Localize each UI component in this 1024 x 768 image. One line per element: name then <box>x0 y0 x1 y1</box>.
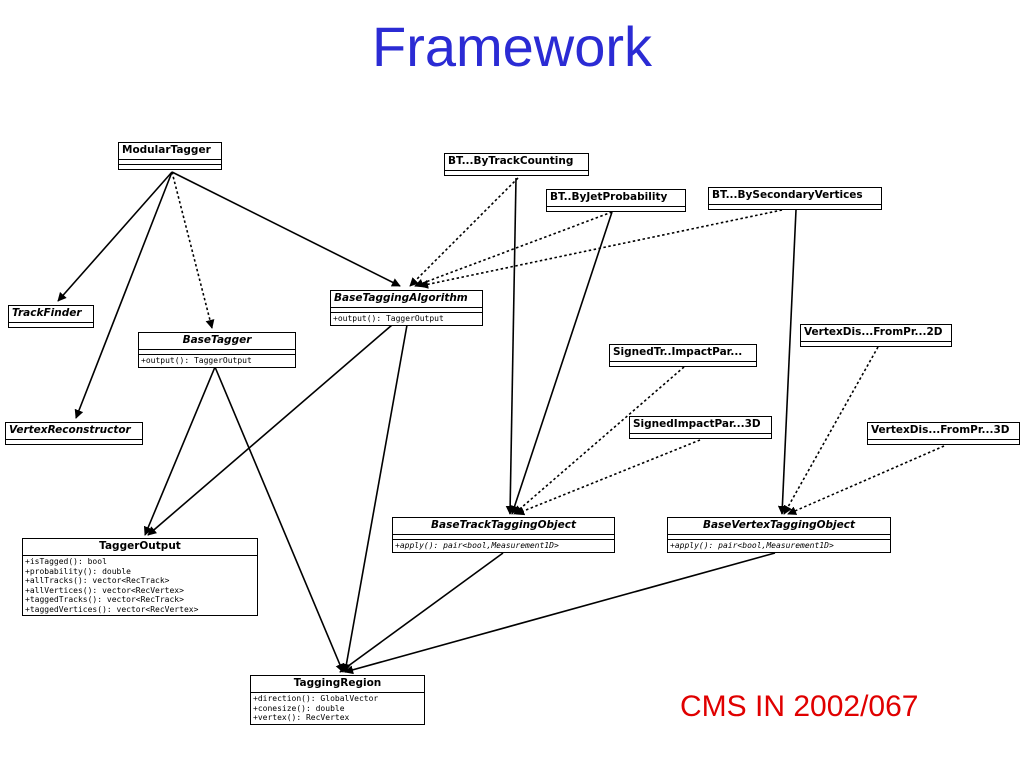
operation: +conesize(): double <box>253 703 345 713</box>
class-name: TaggerOutput <box>22 538 258 556</box>
assoc-basetagger-taggingregion <box>214 366 345 673</box>
operation: +isTagged(): bool <box>25 557 107 566</box>
operation: +output(): TaggerOutput <box>141 356 252 365</box>
class-name: BaseVertexTaggingObject <box>667 517 891 535</box>
class-operations: +output(): TaggerOutput <box>138 355 296 368</box>
slide-title: Framework <box>371 15 653 78</box>
class-name: SignedTr..ImpactPar... <box>609 344 757 362</box>
dep-btsecvtx-base <box>419 209 783 289</box>
operation: +allTracks(): vector<RecTrack> <box>25 576 170 585</box>
class-operations: +output(): TaggerOutput <box>330 313 483 326</box>
class-base-vertex-tagging-object: BaseVertexTaggingObject +apply(): pair<b… <box>667 517 891 553</box>
operation: +taggedVertices(): vector<RecVertex> <box>25 604 199 614</box>
class-name: BT...BySecondaryVertices <box>708 187 882 205</box>
class-operations: +apply(): pair<bool,Measurement1D> <box>392 540 615 553</box>
dep-btjetprob-base <box>414 211 613 288</box>
assoc-trackobj-taggingregion <box>339 552 504 673</box>
class-vertex-dis-from-pr-3d: VertexDis...FromPr...3D <box>867 422 1020 445</box>
dep-modular-basetagger <box>171 171 215 329</box>
operation: +apply(): pair<bool,Measurement1D> <box>670 541 834 550</box>
class-name: SignedImpactPar...3D <box>629 416 772 434</box>
assoc-basetagger-taggeroutput <box>143 366 216 536</box>
class-track-finder: TrackFinder <box>8 305 94 328</box>
operation: +direction(): GlobalVector <box>253 694 379 703</box>
class-vertex-reconstructor: VertexReconstructor <box>5 422 143 445</box>
class-name: BaseTaggingAlgorithm <box>330 290 483 308</box>
class-name: VertexDis...FromPr...2D <box>800 324 952 342</box>
class-bt-by-secondary-vertices: BT...BySecondaryVertices <box>708 187 882 210</box>
class-name: TaggingRegion <box>250 675 425 693</box>
assoc-btjetprob-trackobj <box>510 211 613 515</box>
dep-vtxdis3d-vertexobj <box>787 445 945 515</box>
dep-signedtr-trackobj <box>513 366 685 515</box>
document-reference: CMS IN 2002/067 <box>680 690 919 723</box>
operation: +probability(): double <box>25 566 131 576</box>
class-vertex-dis-from-pr-2d: VertexDis...FromPr...2D <box>800 324 952 347</box>
class-tagging-region: TaggingRegion +direction(): GlobalVector… <box>250 675 425 725</box>
class-bt-by-track-counting: BT...ByTrackCounting <box>444 153 589 176</box>
class-name: BaseTagger <box>138 332 296 350</box>
class-base-tagging-algorithm: BaseTaggingAlgorithm +output(): TaggerOu… <box>330 290 483 326</box>
dep-btcounting-base <box>409 177 519 287</box>
assoc-modular-trackfinder <box>57 171 173 302</box>
class-base-tagger: BaseTagger +output(): TaggerOutput <box>138 332 296 368</box>
operation: +taggedTracks(): vector<RecTrack> <box>25 595 184 604</box>
assoc-btsecvtx-vertexobj <box>777 209 797 515</box>
operation: +vertex(): RecVertex <box>253 713 350 722</box>
operation: +output(): TaggerOutput <box>333 314 444 323</box>
class-name: BT..ByJetProbability <box>546 189 686 207</box>
operation: +allVertices(): vector<RecVertex> <box>25 585 184 595</box>
class-bt-by-jet-probability: BT..ByJetProbability <box>546 189 686 212</box>
assoc-modular-vertexreconstructor <box>74 171 173 419</box>
dep-vtxdis2d-vertexobj <box>783 346 879 515</box>
class-signed-tr-impact-par: SignedTr..ImpactPar... <box>609 344 757 367</box>
class-name: BT...ByTrackCounting <box>444 153 589 171</box>
dep-signed3d-trackobj <box>515 439 701 516</box>
class-name: VertexDis...FromPr...3D <box>867 422 1020 440</box>
class-modular-tagger: ModularTagger <box>118 142 222 170</box>
assoc-vertexobj-taggingregion <box>344 552 776 675</box>
assoc-basealgo-taggeroutput <box>147 324 393 536</box>
class-name: ModularTagger <box>118 142 222 160</box>
class-signed-impact-par-3d: SignedImpactPar...3D <box>629 416 772 439</box>
assoc-basealgo-taggingregion <box>341 324 408 673</box>
class-name: TrackFinder <box>8 305 94 323</box>
assoc-btcounting-trackobj <box>505 177 517 515</box>
class-base-track-tagging-object: BaseTrackTaggingObject +apply(): pair<bo… <box>392 517 615 553</box>
class-operations: +isTagged(): bool +probability(): double… <box>22 556 258 616</box>
class-operations: +apply(): pair<bool,Measurement1D> <box>667 540 891 553</box>
class-name: VertexReconstructor <box>5 422 143 440</box>
class-tagger-output: TaggerOutput +isTagged(): bool +probabil… <box>22 538 258 616</box>
class-operations: +direction(): GlobalVector +conesize(): … <box>250 693 425 725</box>
operation: +apply(): pair<bool,Measurement1D> <box>395 541 559 550</box>
assoc-modular-basetaggingalgorithm <box>171 171 401 287</box>
class-name: BaseTrackTaggingObject <box>392 517 615 535</box>
